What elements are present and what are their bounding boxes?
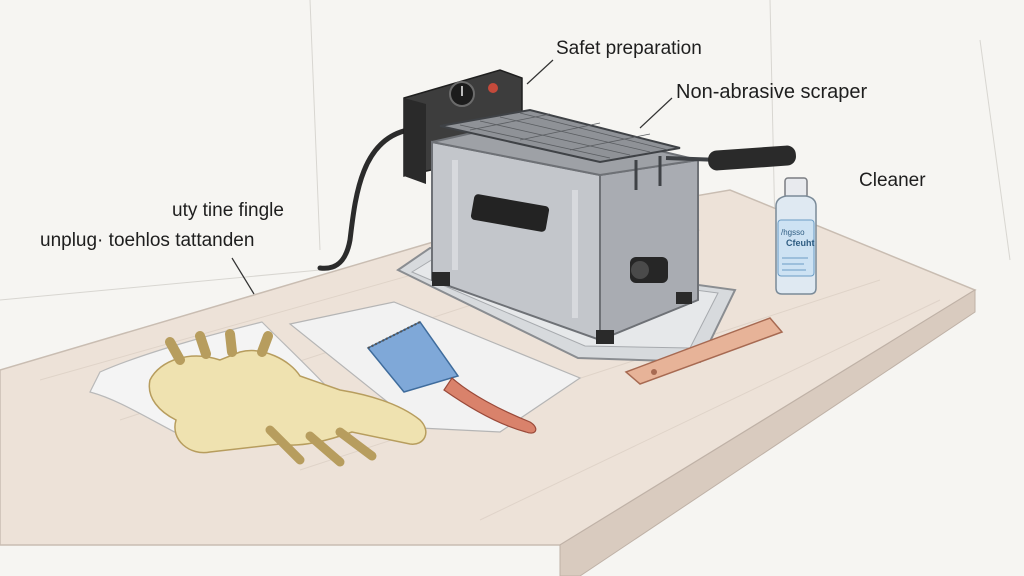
scraper-label: Non-abrasive scraper bbox=[676, 81, 868, 103]
instruction-line-1: uty tine fingle bbox=[172, 200, 284, 221]
deep-fryer bbox=[431, 118, 699, 344]
fryer-side-handle bbox=[470, 194, 550, 232]
fry-basket bbox=[439, 108, 796, 190]
bottle-brand-text: /hgsso bbox=[781, 228, 805, 237]
basket-handle bbox=[708, 145, 796, 171]
callout-lines bbox=[231, 59, 673, 295]
wall-sketch-lines bbox=[0, 0, 1011, 301]
non-abrasive-scraper bbox=[366, 321, 537, 434]
bottle-name-text: Cfeuht bbox=[786, 238, 815, 248]
power-cord bbox=[317, 127, 411, 271]
rubber-gloves bbox=[148, 329, 427, 467]
safety-preparation-label: Safet preparation bbox=[556, 38, 702, 59]
cleaner-label: Cleaner bbox=[859, 170, 926, 191]
indicator-light-icon bbox=[488, 83, 498, 93]
instruction-line-2: unplug· toehlos tattanden bbox=[40, 230, 255, 251]
cleaning-spatula bbox=[624, 317, 784, 385]
cleaner-bottle bbox=[775, 177, 817, 295]
